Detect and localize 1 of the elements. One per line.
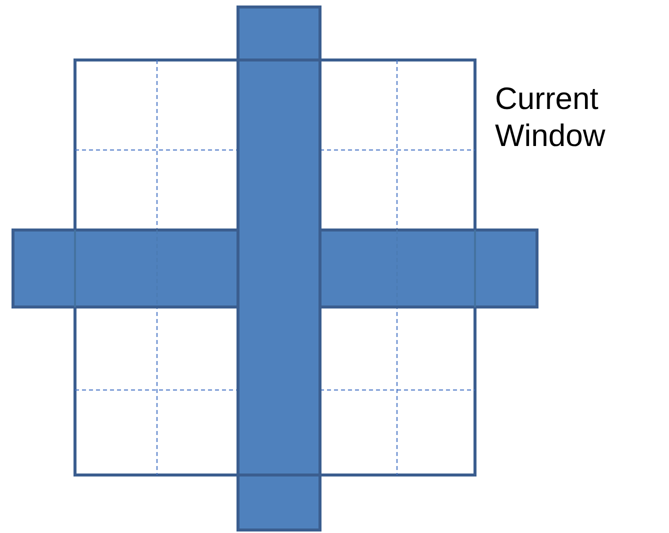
window-label: Current Window <box>495 80 606 154</box>
